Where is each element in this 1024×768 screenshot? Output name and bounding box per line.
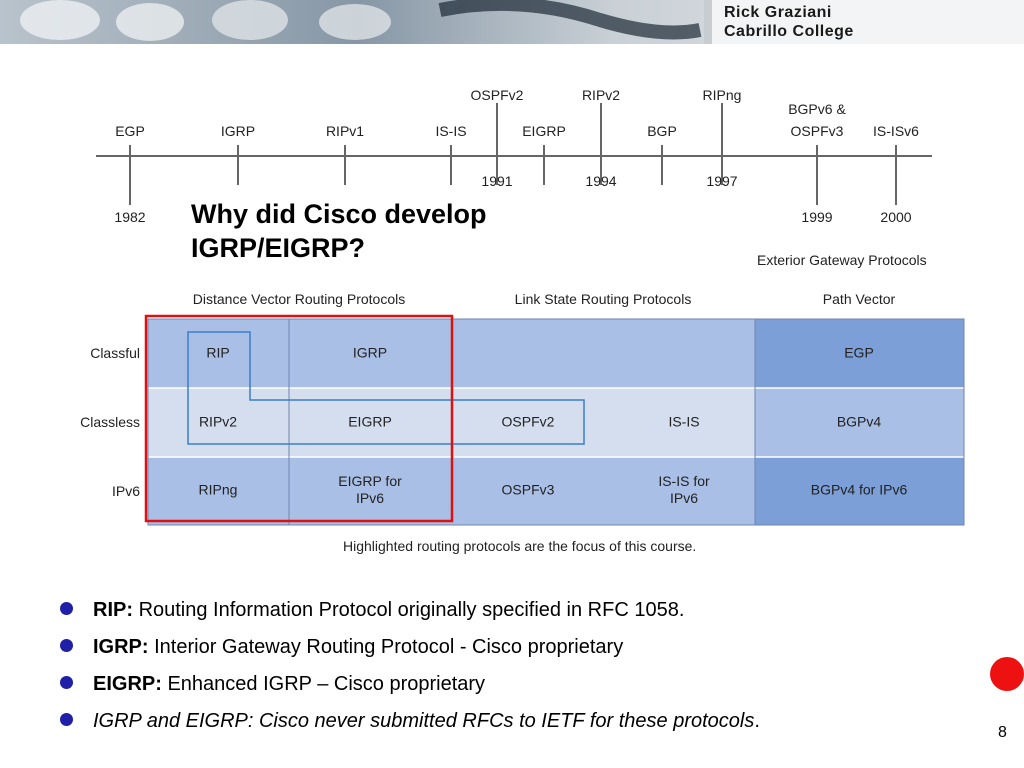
table-cell: OSPFv2 — [501, 413, 555, 430]
red-circle-icon — [990, 657, 1024, 691]
bullet-dot-icon — [60, 602, 73, 615]
header-banner: Rick Graziani Cabrillo College — [0, 0, 1024, 44]
table-cell: OSPFv3 — [501, 481, 555, 498]
pv-classful-bg — [755, 319, 964, 388]
bullet-text: IGRP and EIGRP: Cisco never submitted RF… — [93, 710, 755, 732]
banner-author: Rick Graziani Cabrillo College — [724, 3, 854, 41]
author-name: Rick Graziani — [724, 4, 832, 21]
bullet-item: RIP: Routing Information Protocol origin… — [60, 597, 760, 634]
bullet-text: Routing Information Protocol originally … — [138, 599, 685, 621]
col-header-distance-vector: Distance Vector Routing Protocols — [192, 291, 406, 307]
timeline-protocol-label: EIGRP — [522, 123, 566, 139]
bullet-dot-icon — [60, 676, 73, 689]
bullet-term: EIGRP: — [93, 673, 162, 695]
timeline-protocol-label: RIPv2 — [581, 87, 621, 103]
bullet-item: IGRP and EIGRP: Cisco never submitted RF… — [60, 708, 760, 745]
banner-photo — [0, 0, 1024, 44]
pv-classless-bg — [755, 388, 964, 457]
protocol-timeline — [96, 103, 932, 205]
timeline-protocol-label: BGP — [647, 123, 677, 139]
course-focus-highlight — [144, 314, 454, 523]
timeline-year-label: 1999 — [801, 209, 833, 225]
timeline-protocol-label: IS-IS — [435, 123, 467, 139]
timeline-protocol-label: IGRP — [220, 123, 256, 139]
row-label-ipv6: IPv6 — [111, 483, 140, 499]
timeline-year-label: 1991 — [481, 173, 513, 189]
timeline-protocol-label: OSPFv2 — [470, 87, 524, 103]
question-line-1: Why did Cisco develop — [191, 199, 487, 229]
table-cell: BGPv4 — [836, 413, 882, 430]
bullet-list: RIP: Routing Information Protocol origin… — [60, 597, 760, 745]
timeline-protocol-label: RIPng — [702, 87, 742, 103]
table-cell: IS-IS — [668, 413, 700, 430]
timeline-year-label: 2000 — [880, 209, 912, 225]
table-cell: RIPng — [198, 481, 238, 498]
egp-legend: Exterior Gateway Protocols — [757, 252, 927, 268]
bullet-term: RIP: — [93, 599, 133, 621]
table-cell: RIP — [206, 344, 230, 361]
classless-highlight-box — [187, 331, 585, 445]
table-grid — [148, 387, 964, 458]
pv-ipv6-bg — [755, 457, 964, 525]
row-label-classful: Classful — [90, 345, 140, 361]
college-name: Cabrillo College — [724, 23, 854, 40]
col-header-link-state: Link State Routing Protocols — [514, 291, 692, 307]
table-cell: BGPv4 for IPv6 — [810, 481, 908, 498]
col-header-path-vector: Path Vector — [822, 291, 896, 307]
bullet-item: EIGRP: Enhanced IGRP – Cisco proprietary — [60, 671, 760, 708]
timeline-protocol-label: EGP — [115, 123, 145, 139]
timeline-year-label: 1994 — [585, 173, 617, 189]
timeline-protocol-label: IS-ISv6 — [873, 123, 919, 139]
bullet-text: Interior Gateway Routing Protocol - Cisc… — [154, 636, 624, 658]
timeline-protocol-label: OSPFv3 — [790, 123, 844, 139]
table-caption: Highlighted routing protocols are the fo… — [343, 538, 697, 554]
bullet-text: Enhanced IGRP – Cisco proprietary — [167, 673, 486, 695]
table-cell: EIGRP — [348, 413, 392, 430]
protocol-table — [144, 314, 965, 526]
bullet-term: IGRP: — [93, 636, 149, 658]
row-label-classless: Classless — [80, 414, 140, 430]
slide-question: Why did Cisco develop IGRP/EIGRP? — [191, 197, 611, 265]
table-column-lines — [147, 318, 965, 526]
question-line-2: IGRP/EIGRP? — [191, 233, 366, 263]
timeline-protocol-label: RIPv1 — [325, 123, 365, 139]
bullet-suffix: . — [754, 710, 760, 732]
table-cell: IGRP — [352, 344, 388, 361]
bullet-item: IGRP: Interior Gateway Routing Protocol … — [60, 634, 760, 671]
table-cell: EGP — [844, 344, 874, 361]
timeline-year-label: 1997 — [706, 173, 738, 189]
bullet-dot-icon — [60, 713, 73, 726]
bullet-dot-icon — [60, 639, 73, 652]
timeline-year-label: 1982 — [114, 209, 146, 225]
page-number: 8 — [998, 724, 1007, 741]
timeline-protocol-label: BGPv6 & — [788, 101, 846, 117]
table-cell: RIPv2 — [198, 413, 238, 430]
